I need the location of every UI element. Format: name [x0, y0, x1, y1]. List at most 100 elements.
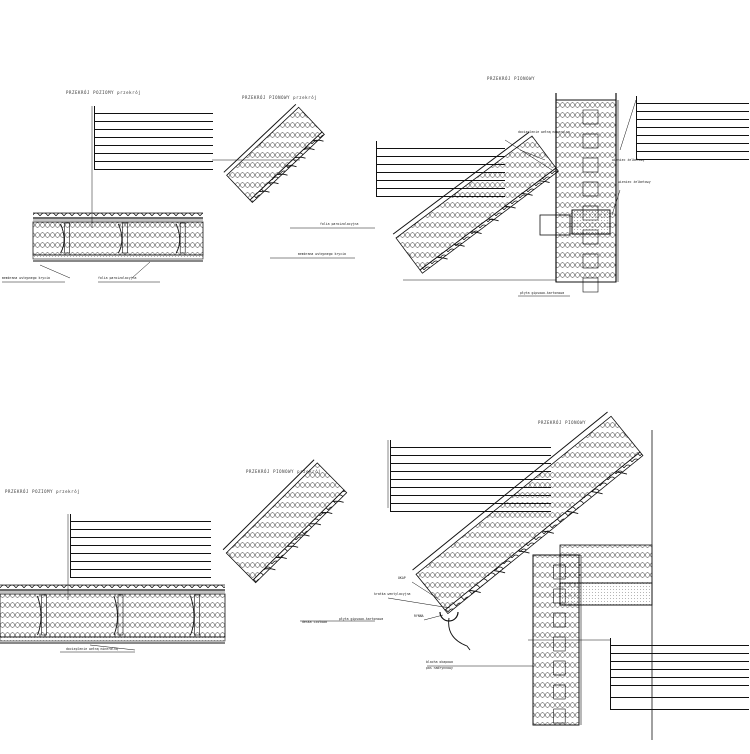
- callout-plyta-2: płyta gipsowo-kartonowa: [339, 617, 384, 621]
- leader-line: [411, 581, 441, 601]
- leader-line: [619, 99, 637, 151]
- detail-pitched-roof-1: [212, 103, 375, 259]
- tile-hook: [453, 244, 465, 247]
- sloped-insulation: [225, 462, 345, 581]
- rafter-bracket: [60, 223, 65, 254]
- ceiling-line: [392, 131, 530, 235]
- tile-hook: [298, 534, 310, 537]
- wall-stud: [582, 133, 599, 149]
- leader-line: [423, 614, 444, 621]
- callout-wieniec: wieniec żelbetowy: [618, 180, 651, 184]
- tile-hook: [303, 148, 315, 151]
- tile-hook: [264, 568, 276, 571]
- plasterboard: [32, 254, 204, 260]
- detail-roof-wall-junction: [392, 93, 637, 297]
- leader-line: [131, 261, 151, 279]
- gutter-bracket: [448, 617, 471, 651]
- detail-title: PRZEKRÓJ POZIOMY przekrój: [5, 489, 81, 494]
- tile-hook: [542, 530, 554, 534]
- rafter: [41, 594, 47, 636]
- wall-stud: [582, 157, 599, 173]
- callout-membrana: membrana wstępnego krycia: [298, 252, 346, 256]
- rafter: [179, 222, 186, 254]
- tile-hook: [275, 557, 287, 559]
- insulation-layer: [32, 221, 204, 256]
- detail-title: PRZEKRÓJ PIONOWY: [538, 420, 587, 425]
- plasterboard: [0, 636, 226, 642]
- detail-title: PRZEKRÓJ PIONOWY przekrój: [242, 95, 318, 100]
- tile-hook: [566, 510, 579, 515]
- layer-legend: [636, 96, 749, 160]
- layer-legend: [390, 440, 551, 512]
- tile-hook: [469, 589, 481, 594]
- tile-hook: [470, 231, 482, 234]
- detail-pitched-roof-2: [222, 459, 375, 622]
- tile-hook: [436, 256, 448, 260]
- wall-plate: [539, 214, 571, 236]
- wall-stud: [582, 109, 599, 125]
- leader-line: [387, 597, 451, 609]
- detail-flat-roof-1: [2, 106, 204, 283]
- tile-hook: [521, 193, 533, 196]
- tile-hook: [287, 545, 299, 548]
- rafter-bracket: [190, 595, 195, 636]
- ceiling-line: [412, 411, 608, 571]
- tile-hook: [493, 570, 506, 574]
- rafter: [122, 222, 128, 254]
- insulation-layer: [0, 593, 226, 638]
- leader-line: [519, 149, 546, 161]
- callout-wieniec-2: wieniec żelbetowy: [612, 158, 645, 162]
- tile-hook: [312, 139, 324, 142]
- wall-stud: [553, 636, 566, 652]
- rafter: [194, 594, 200, 636]
- tile-hook: [332, 500, 344, 503]
- callout-okap: OKAP: [398, 576, 406, 580]
- detail-eaves: [387, 411, 653, 740]
- tile-hook: [504, 205, 516, 209]
- roof-tiles: [0, 585, 225, 590]
- ring-beam: [571, 209, 611, 235]
- callout-kratka: kratka wentylacyjna: [374, 592, 411, 596]
- callout-blacha: blacha okapowa: [426, 660, 453, 664]
- wall-stud: [553, 708, 566, 724]
- sloped-insulation: [415, 415, 641, 611]
- ceiling-line: [222, 459, 315, 551]
- layer-legend: [376, 141, 505, 197]
- rafter-bracket: [175, 223, 181, 254]
- tile-hook: [615, 471, 628, 475]
- tile-hook: [309, 523, 321, 526]
- ceiling-line: [223, 103, 297, 173]
- rafter: [117, 594, 124, 636]
- wall-stud: [553, 660, 566, 676]
- detail-title: PRZEKRÓJ POZIOMY przekrój: [66, 90, 142, 95]
- callout-plyta: płyta gipsowo-kartonowa: [520, 291, 565, 295]
- layer-legend: [94, 106, 213, 170]
- leader-line: [89, 644, 136, 651]
- callout-membrana-2: membrana wstępnego krycia: [2, 276, 50, 280]
- tile-hook: [538, 180, 550, 183]
- callout-folia-2: folia paroizolacyjna: [98, 276, 137, 280]
- layer-legend: [610, 638, 749, 710]
- leader-line: [39, 264, 71, 279]
- roof-tiles: [33, 213, 203, 218]
- tile-hook: [276, 173, 288, 176]
- wall-insulation: [555, 99, 617, 283]
- tile-hook: [285, 165, 297, 168]
- floor-slab: [559, 582, 653, 606]
- tile-hook: [518, 550, 530, 554]
- rafter: [64, 222, 70, 254]
- sloped-insulation: [226, 106, 323, 201]
- leader-line: [611, 189, 621, 216]
- tile-hook: [294, 156, 306, 159]
- wall-stud: [582, 181, 599, 197]
- callout-docieplenie: docieplenie wełną mineralną: [518, 130, 570, 134]
- sloped-insulation: [395, 135, 557, 271]
- tile-hook: [321, 512, 333, 514]
- tile-hook: [487, 218, 499, 222]
- tile-hook: [591, 491, 603, 495]
- detail-title: PRZEKRÓJ PIONOWY: [487, 76, 536, 81]
- detail-flat-roof-2: [0, 514, 226, 653]
- rafter-bracket: [113, 595, 118, 636]
